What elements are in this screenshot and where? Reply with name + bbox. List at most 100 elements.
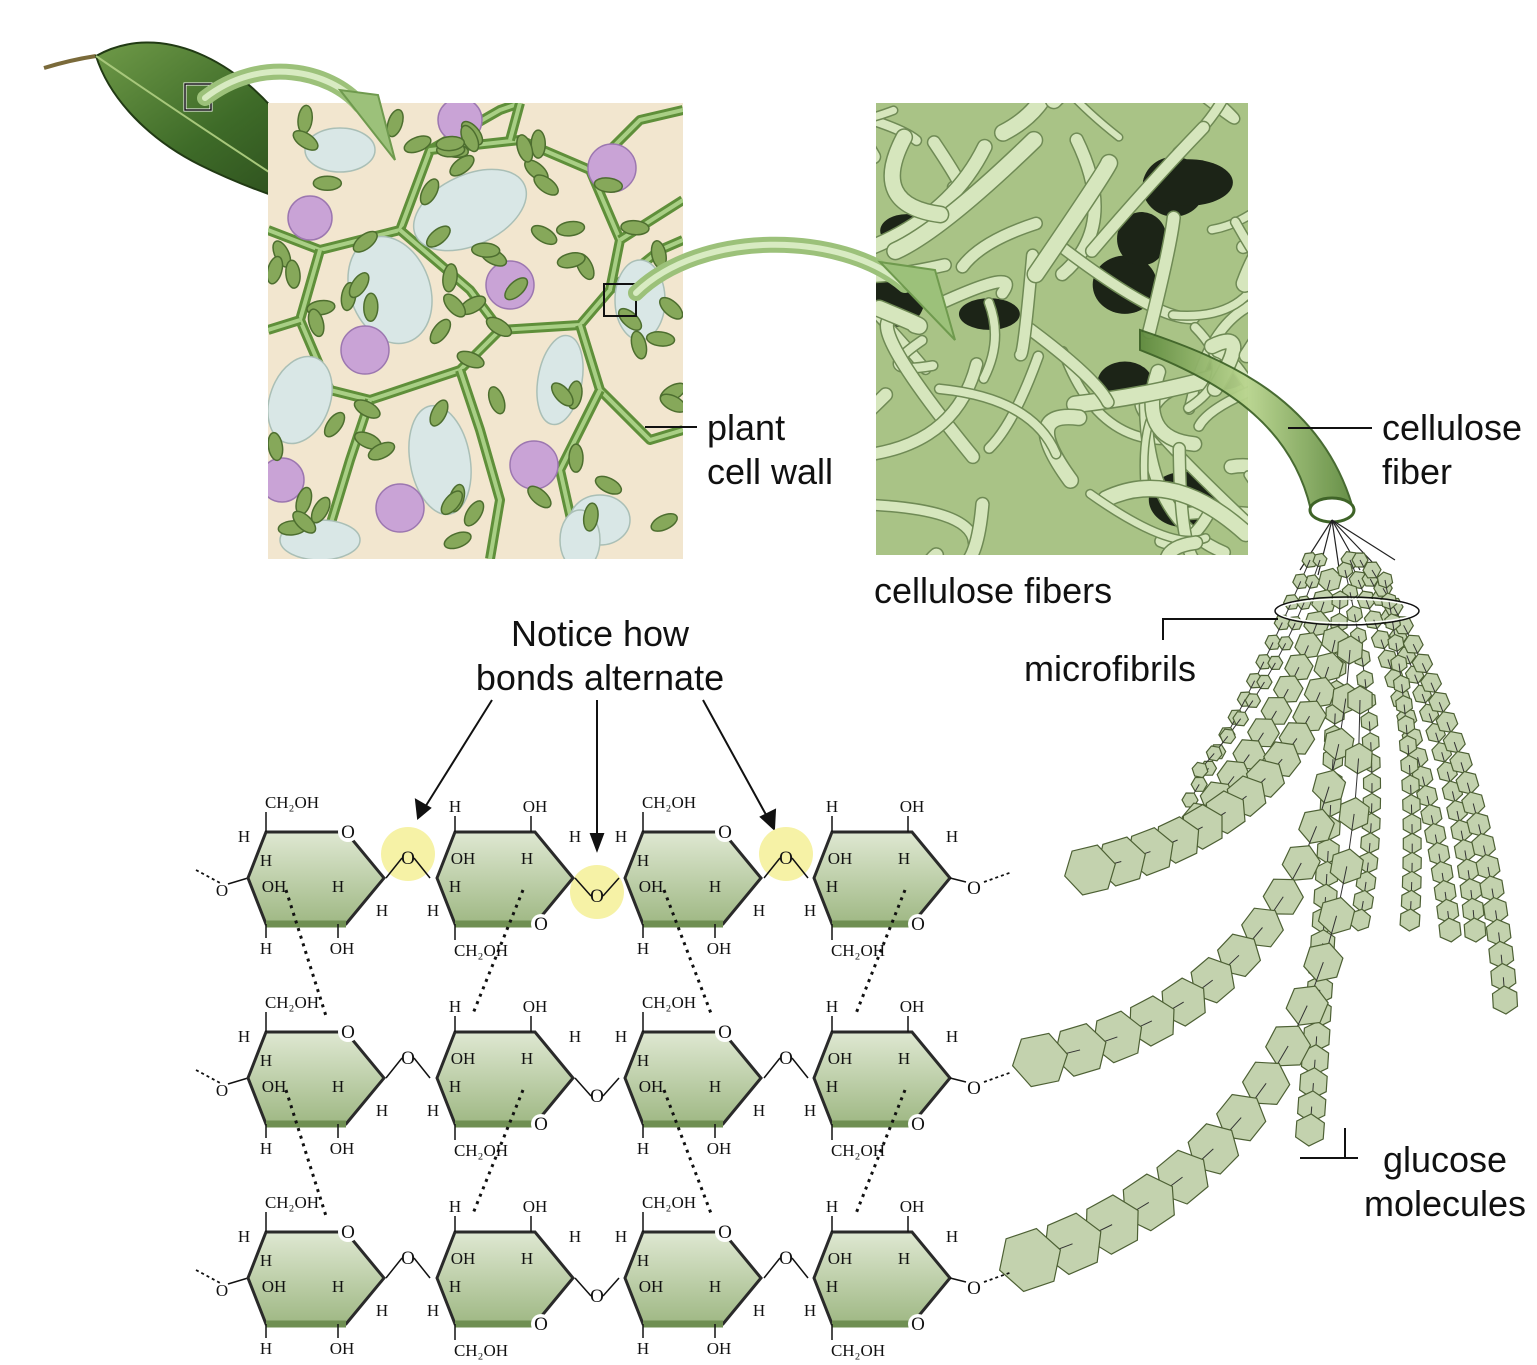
svg-text:O: O bbox=[216, 1281, 228, 1300]
svg-text:OH: OH bbox=[639, 1077, 664, 1096]
svg-text:O: O bbox=[718, 1222, 732, 1243]
svg-text:H: H bbox=[615, 827, 627, 846]
svg-text:H: H bbox=[260, 1051, 272, 1070]
microfibrils-label: microfibrils bbox=[1024, 647, 1196, 691]
svg-text:H: H bbox=[569, 1227, 581, 1246]
svg-text:O: O bbox=[911, 1114, 925, 1135]
cellulose-fiber-label: cellulose fiber bbox=[1382, 406, 1522, 494]
svg-text:O: O bbox=[341, 1022, 355, 1043]
svg-text:O: O bbox=[967, 1078, 981, 1099]
svg-text:H: H bbox=[826, 1077, 838, 1096]
svg-text:H: H bbox=[238, 827, 250, 846]
svg-text:OH: OH bbox=[707, 1339, 732, 1358]
svg-text:O: O bbox=[911, 914, 925, 935]
svg-text:H: H bbox=[826, 1197, 838, 1216]
svg-text:H: H bbox=[753, 1101, 765, 1120]
svg-text:CH₂OH: CH₂OH bbox=[831, 1341, 885, 1360]
svg-text:OH: OH bbox=[523, 1197, 548, 1216]
plant-cells-panel bbox=[256, 98, 688, 570]
svg-text:H: H bbox=[569, 827, 581, 846]
svg-text:OH: OH bbox=[707, 1139, 732, 1158]
svg-text:O: O bbox=[718, 822, 732, 843]
svg-text:O: O bbox=[216, 1081, 228, 1100]
svg-text:H: H bbox=[260, 1139, 272, 1158]
svg-text:OH: OH bbox=[828, 849, 853, 868]
svg-text:O: O bbox=[718, 1022, 732, 1043]
svg-text:O: O bbox=[590, 1286, 604, 1307]
svg-text:CH₂OH: CH₂OH bbox=[642, 993, 696, 1012]
notice-label: Notice how bonds alternate bbox=[440, 612, 760, 700]
svg-text:O: O bbox=[401, 1048, 415, 1069]
svg-text:H: H bbox=[427, 901, 439, 920]
svg-text:CH₂OH: CH₂OH bbox=[454, 1341, 508, 1360]
svg-text:OH: OH bbox=[330, 1139, 355, 1158]
svg-text:CH₂OH: CH₂OH bbox=[642, 793, 696, 812]
svg-text:H: H bbox=[826, 1277, 838, 1296]
svg-text:OH: OH bbox=[639, 877, 664, 896]
svg-text:H: H bbox=[427, 1101, 439, 1120]
svg-text:H: H bbox=[260, 851, 272, 870]
svg-text:H: H bbox=[898, 849, 910, 868]
svg-text:H: H bbox=[637, 1139, 649, 1158]
svg-text:OH: OH bbox=[262, 1277, 287, 1296]
plant-cell-wall-label: plant cell wall bbox=[707, 406, 833, 494]
svg-text:H: H bbox=[637, 851, 649, 870]
svg-text:OH: OH bbox=[523, 997, 548, 1016]
svg-text:O: O bbox=[401, 1248, 415, 1269]
svg-text:H: H bbox=[332, 1077, 344, 1096]
svg-text:CH₂OH: CH₂OH bbox=[265, 1193, 319, 1212]
svg-text:H: H bbox=[521, 1049, 533, 1068]
svg-text:OH: OH bbox=[828, 1049, 853, 1068]
svg-text:H: H bbox=[946, 827, 958, 846]
cellulose-fibers-caption: cellulose fibers bbox=[874, 569, 1112, 613]
svg-text:O: O bbox=[401, 848, 415, 869]
svg-text:O: O bbox=[779, 848, 793, 869]
svg-text:H: H bbox=[260, 1339, 272, 1358]
svg-text:O: O bbox=[534, 1114, 548, 1135]
svg-text:H: H bbox=[615, 1227, 627, 1246]
svg-text:O: O bbox=[590, 1086, 604, 1107]
svg-text:H: H bbox=[637, 939, 649, 958]
svg-text:O: O bbox=[534, 914, 548, 935]
svg-text:OH: OH bbox=[451, 849, 476, 868]
svg-text:H: H bbox=[260, 939, 272, 958]
svg-text:H: H bbox=[238, 1227, 250, 1246]
svg-text:OH: OH bbox=[330, 1339, 355, 1358]
svg-text:OH: OH bbox=[900, 1197, 925, 1216]
svg-text:H: H bbox=[449, 997, 461, 1016]
svg-text:H: H bbox=[449, 877, 461, 896]
glucose-molecules-label: glucose molecules bbox=[1350, 1138, 1537, 1226]
svg-text:OH: OH bbox=[707, 939, 732, 958]
svg-text:O: O bbox=[590, 886, 604, 907]
svg-text:H: H bbox=[637, 1051, 649, 1070]
svg-text:H: H bbox=[826, 877, 838, 896]
svg-text:CH₂OH: CH₂OH bbox=[265, 993, 319, 1012]
svg-text:H: H bbox=[449, 1197, 461, 1216]
svg-text:H: H bbox=[804, 901, 816, 920]
svg-text:H: H bbox=[753, 901, 765, 920]
svg-text:OH: OH bbox=[523, 797, 548, 816]
svg-text:H: H bbox=[804, 1301, 816, 1320]
svg-text:H: H bbox=[804, 1101, 816, 1120]
svg-text:OH: OH bbox=[330, 939, 355, 958]
svg-text:H: H bbox=[449, 797, 461, 816]
svg-text:O: O bbox=[341, 822, 355, 843]
svg-text:H: H bbox=[637, 1251, 649, 1270]
svg-text:OH: OH bbox=[262, 1077, 287, 1096]
svg-text:OH: OH bbox=[900, 797, 925, 816]
svg-text:H: H bbox=[521, 1249, 533, 1268]
svg-text:O: O bbox=[216, 881, 228, 900]
svg-text:H: H bbox=[709, 1077, 721, 1096]
svg-text:H: H bbox=[260, 1251, 272, 1270]
svg-text:CH₂OH: CH₂OH bbox=[642, 1193, 696, 1212]
